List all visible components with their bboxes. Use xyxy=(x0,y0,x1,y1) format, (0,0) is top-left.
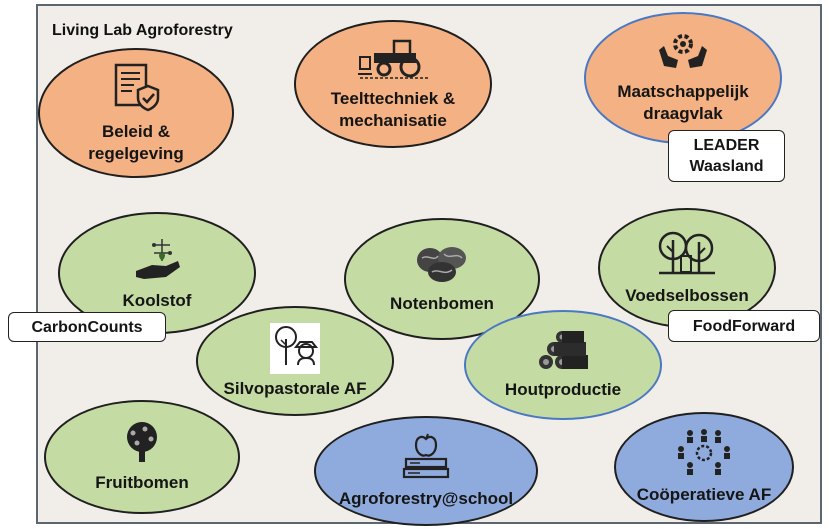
node-label: Fruitbomen xyxy=(95,472,189,492)
node-silvopastorale: Silvopastorale AF xyxy=(196,306,394,416)
node-label: Silvopastorale AF xyxy=(223,378,367,398)
node-teelttechniek: Teelttechniek & mechanisatie xyxy=(294,20,492,148)
node-label: Koolstof xyxy=(122,290,192,310)
hand-plant-icon xyxy=(132,235,182,286)
node-agroforestry-school: Agroforestry@school xyxy=(314,416,538,526)
node-maatschappelijk: Maatschappelijk draagvlak xyxy=(584,12,782,144)
node-houtproductie: Houtproductie xyxy=(464,310,662,420)
apple-books-icon xyxy=(400,433,452,484)
diagram-title: Living Lab Agroforestry xyxy=(52,22,233,39)
tag-leader-waasland: LEADER Waasland xyxy=(668,130,785,182)
tree-farmer-icon xyxy=(270,322,320,374)
node-fruitbomen: Fruitbomen xyxy=(44,400,240,514)
node-label: Voedselbossen xyxy=(625,285,749,305)
node-cooperatieve: Coöperatieve AF xyxy=(614,412,794,522)
fruit-tree-icon xyxy=(119,421,165,468)
node-label: Houtproductie xyxy=(504,379,622,399)
hands-gear-icon xyxy=(656,32,710,77)
logs-icon xyxy=(534,330,592,375)
node-label: Teelttechniek & mechanisatie xyxy=(330,88,456,130)
node-voedselbossen: Voedselbossen xyxy=(598,208,776,328)
node-label: Beleid & regelgeving xyxy=(88,121,184,163)
node-label: Notenbomen xyxy=(390,293,494,313)
policy-document-shield-icon xyxy=(110,62,162,117)
nuts-icon xyxy=(414,244,470,289)
node-label: Maatschappelijk draagvlak xyxy=(617,81,749,123)
node-beleid: Beleid & regelgeving xyxy=(38,48,234,178)
tractor-icon xyxy=(358,37,428,84)
tag-foodforward: FoodForward xyxy=(668,310,820,342)
node-koolstof: Koolstof xyxy=(58,212,256,334)
node-label: Coöperatieve AF xyxy=(636,484,772,504)
tag-carboncounts: CarbonCounts xyxy=(8,312,166,342)
node-label: Agroforestry@school xyxy=(338,488,514,508)
people-network-icon xyxy=(676,428,732,480)
forest-icon xyxy=(657,230,717,281)
